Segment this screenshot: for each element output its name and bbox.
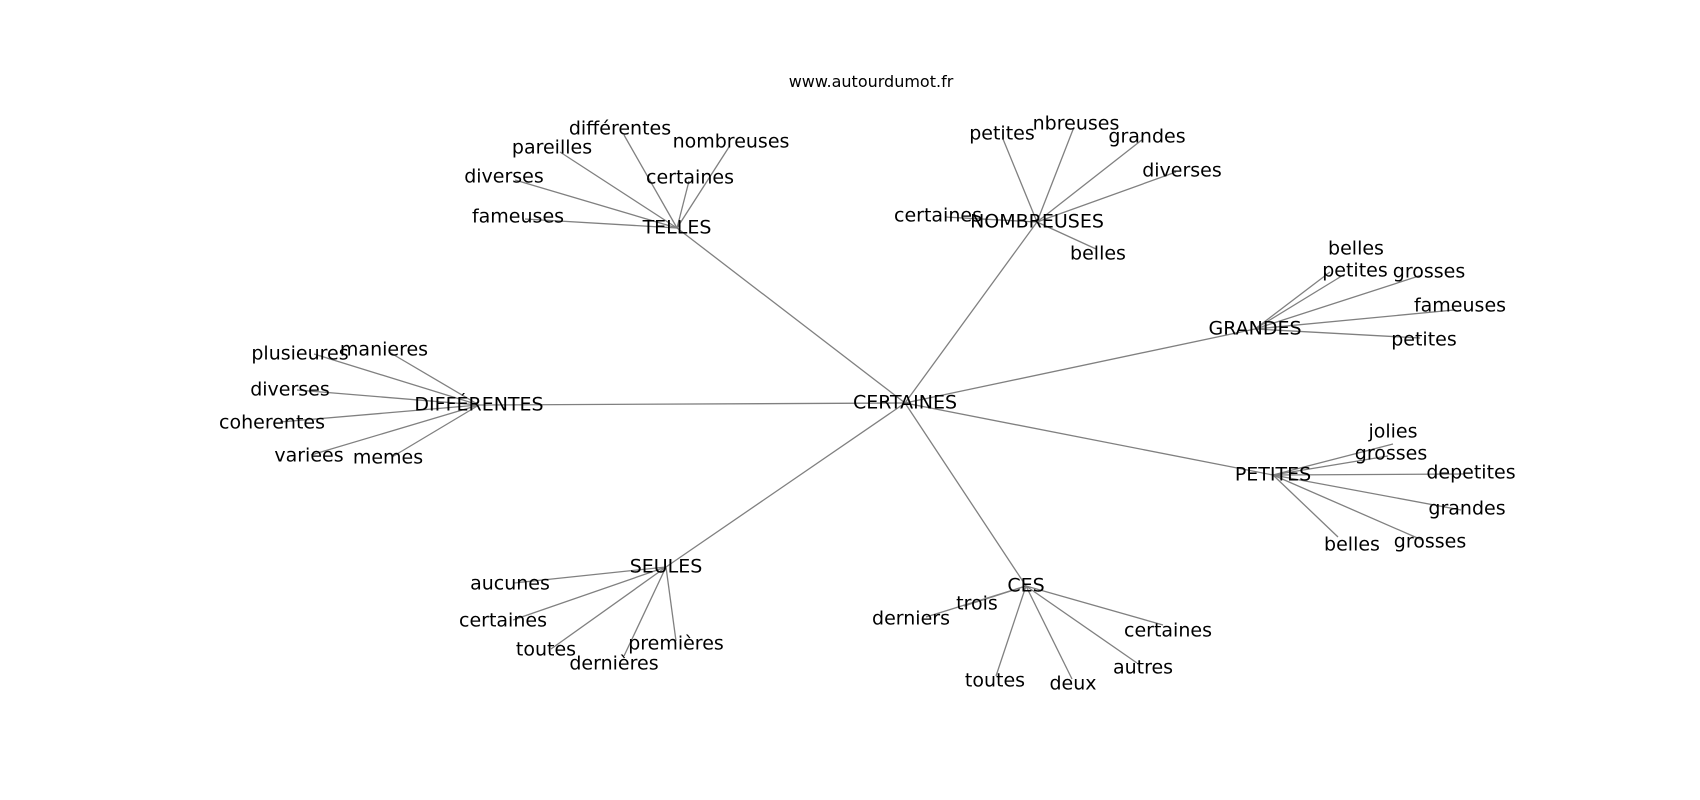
edge-center-grandes [904,328,1256,404]
word-node-petites-leaf: jolies [1367,421,1417,443]
hub-node-petites: PETITES [1235,464,1311,486]
edge-petites-leaf [1272,474,1462,511]
edge-seules-leaf [513,566,667,584]
word-node-ces-leaf: toutes [965,670,1025,692]
center-node: CERTAINES [853,392,957,414]
word-node-petites-leaf: grosses [1355,443,1427,465]
edge-petites-leaf [1272,474,1339,538]
word-node-petites-leaf: depetites [1426,462,1515,484]
edge-differentes-leaf [313,353,480,406]
edge-nombreuses-leaf [944,216,1038,223]
edge-differentes-leaf [279,404,480,423]
edge-seules-leaf [550,566,667,650]
word-node-ces-leaf: deux [1049,673,1096,695]
word-node-seules-leaf: aucunes [470,573,550,595]
edge-petites-leaf [1272,443,1394,476]
edge-ces-leaf [925,585,1027,618]
edge-differentes-leaf [310,404,480,456]
word-node-nombreuses-leaf: grandes [1108,126,1185,148]
word-node-telles-leaf: certaines [646,167,734,189]
edge-nombreuses-leaf [1036,138,1144,223]
edge-ces-leaf [1025,585,1138,664]
word-node-telles-leaf: fameuses [472,206,564,228]
edge-petites-leaf [1272,474,1423,541]
hub-node-ces: CES [1007,575,1044,597]
edge-grandes-leaf [1254,309,1455,330]
edge-nombreuses-leaf [1036,126,1075,223]
edge-telles-leaf [676,146,730,229]
word-node-nombreuses-leaf: diverses [1142,160,1222,182]
word-node-petites-leaf: grosses [1394,531,1466,553]
hub-node-telles: TELLES [642,217,712,239]
edge-telles-leaf [559,151,678,229]
edge-telles-leaf [676,180,690,229]
edge-center-differentes [478,402,906,406]
word-node-differentes-leaf: manieres [340,339,428,361]
edge-ces-leaf [1025,585,1073,680]
hub-node-seules: SEULES [630,556,703,578]
edge-nombreuses-leaf [1036,221,1097,250]
edge-center-petites [904,402,1274,476]
word-node-ces-leaf: certaines [1124,620,1212,642]
edge-ces-leaf [1025,585,1164,626]
edge-center-telles [676,227,906,404]
hub-node-nombreuses: NOMBREUSES [970,211,1104,233]
edge-grandes-leaf [1254,273,1346,330]
word-node-petites-leaf: belles [1324,534,1380,556]
edge-grandes-leaf [1254,271,1331,330]
word-node-differentes-leaf: memes [353,447,423,469]
hub-node-grandes: GRANDES [1208,318,1301,340]
word-node-nombreuses-leaf: nbreuses [1033,113,1120,135]
word-node-differentes-leaf: diverses [250,379,330,401]
word-node-ces-leaf: trois [956,593,998,615]
word-node-differentes-leaf: variees [274,445,343,467]
edge-differentes-leaf [388,351,480,406]
word-node-seules-leaf: premières [628,633,724,655]
edge-nombreuses-leaf [1036,171,1177,223]
edge-center-nombreuses [904,221,1038,404]
word-node-seules-leaf: dernières [569,653,658,675]
edge-differentes-leaf [391,404,480,458]
edge-grandes-leaf [1254,274,1423,330]
hub-node-differentes: DIFFÉRENTES [414,393,543,416]
word-node-telles-leaf: pareilles [512,137,592,159]
edge-seules-leaf [623,566,667,657]
word-node-nombreuses-leaf: belles [1070,243,1126,265]
edge-petites-leaf [1272,455,1389,476]
word-node-nombreuses-leaf: certaines [894,205,982,227]
word-node-telles-leaf: nombreuses [673,131,790,153]
edge-center-ces [904,402,1027,587]
edge-telles-leaf [623,134,678,229]
word-node-telles-leaf: diverses [464,166,544,188]
site-url: www.autourdumot.fr [788,72,954,91]
word-node-ces-leaf: autres [1113,657,1173,679]
edge-petites-leaf [1272,473,1464,476]
word-node-differentes-leaf: coherentes [219,412,325,434]
edge-nombreuses-leaf [1002,138,1038,223]
edge-ces-leaf [995,585,1027,677]
word-node-differentes-leaf: plusieures [251,343,348,365]
edge-center-seules [665,402,906,568]
edge-differentes-leaf [296,389,480,406]
word-node-grandes-leaf: belles [1328,238,1384,260]
word-node-nombreuses-leaf: petites [969,123,1035,145]
word-node-ces-leaf: derniers [872,608,950,630]
word-node-grandes-leaf: fameuses [1414,295,1506,317]
edge-seules-leaf [512,566,667,621]
edge-telles-leaf [524,218,678,229]
word-node-seules-leaf: certaines [459,610,547,632]
edge-grandes-leaf [1254,328,1421,339]
edge-seules-leaf [665,566,677,642]
edge-telles-leaf [514,179,678,229]
word-node-grandes-leaf: petites [1322,260,1388,282]
word-node-grandes-leaf: grosses [1393,261,1465,283]
edges-layer [279,126,1464,680]
word-node-grandes-leaf: petites [1391,329,1457,351]
word-node-telles-leaf: différentes [569,118,671,140]
word-node-seules-leaf: toutes [516,639,576,661]
word-node-petites-leaf: grandes [1428,498,1505,520]
